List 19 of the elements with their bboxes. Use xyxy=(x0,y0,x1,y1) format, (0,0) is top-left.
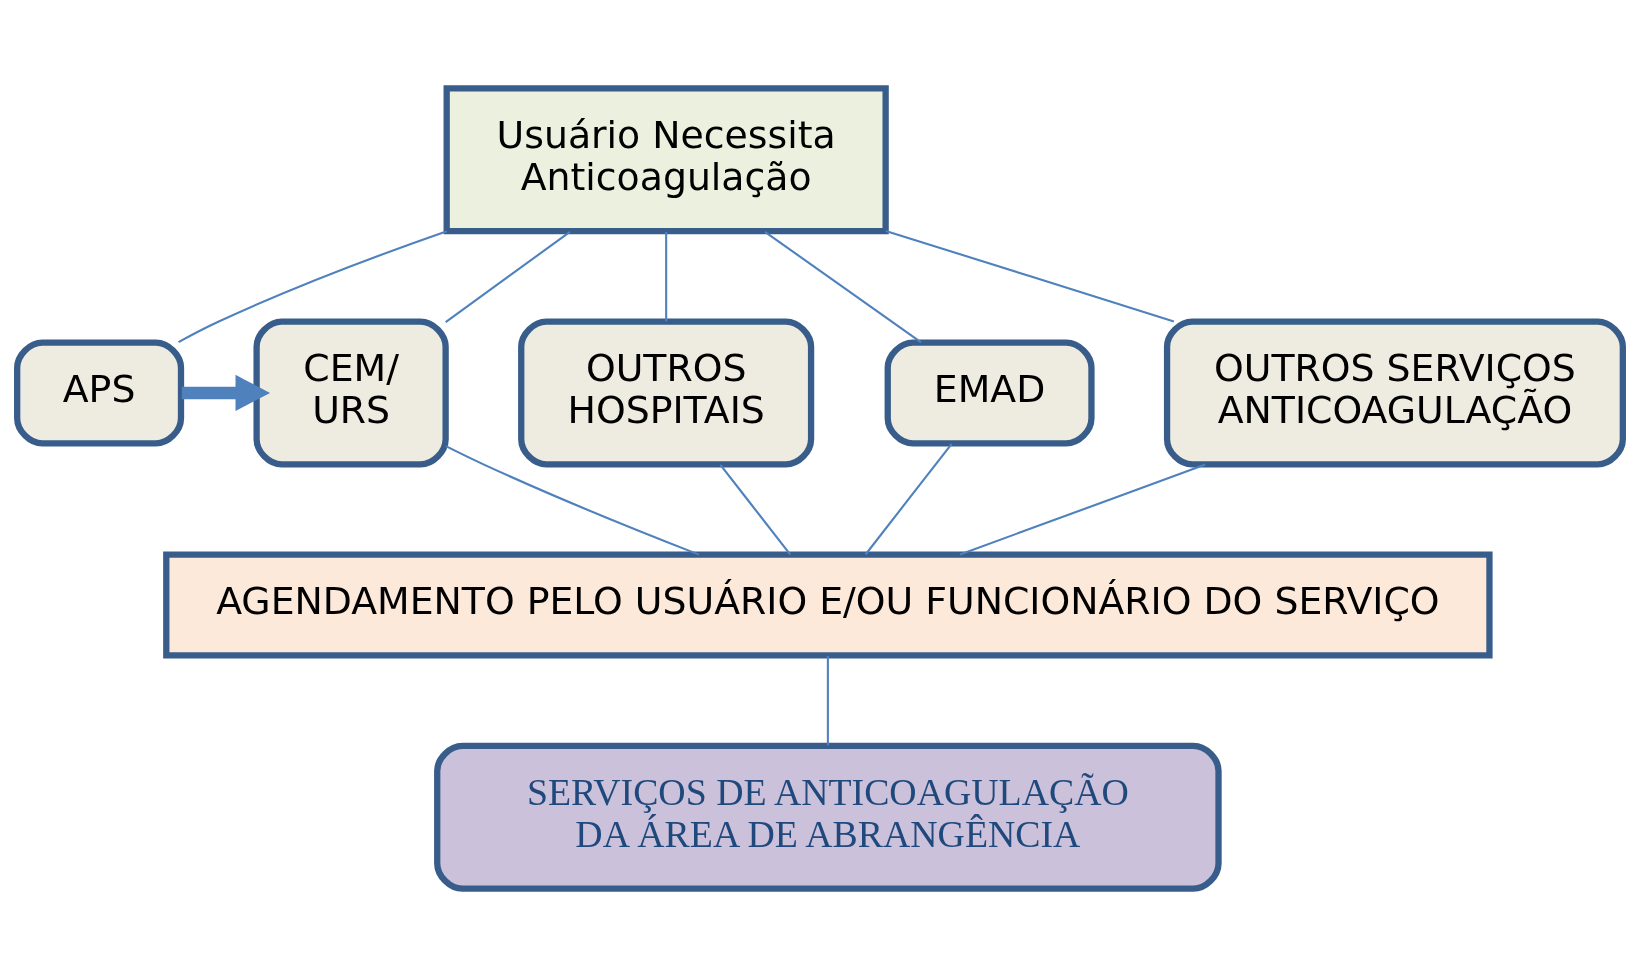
connector xyxy=(445,231,571,323)
node-box: CEM/ URS xyxy=(253,318,449,468)
node-box: EMAD xyxy=(884,339,1095,447)
node-box: Usuário Necessita Anticoagulação xyxy=(443,85,889,235)
node-box: OUTROS HOSPITAIS xyxy=(518,318,815,468)
arrow xyxy=(181,374,271,412)
connector xyxy=(764,231,922,344)
connector xyxy=(885,229,1175,323)
connector xyxy=(178,230,448,344)
connector xyxy=(959,463,1206,556)
connector xyxy=(826,655,829,746)
connector xyxy=(665,231,668,322)
node-box: SERVIÇOS DE ANTICOAGULAÇÃO DA ÁREA DE ABRANGÊNCIA xyxy=(434,742,1222,892)
node-box: APS xyxy=(14,339,185,447)
node-box: AGENDAMENTO PELO USUÁRIO E/OU FUNCIONÁRIO DO SERVIÇO xyxy=(163,551,1493,659)
node-box: OUTROS SERVIÇOS ANTICOAGULAÇÃO xyxy=(1163,318,1626,468)
connector xyxy=(719,464,792,556)
connector xyxy=(864,443,953,556)
connector xyxy=(445,445,700,556)
